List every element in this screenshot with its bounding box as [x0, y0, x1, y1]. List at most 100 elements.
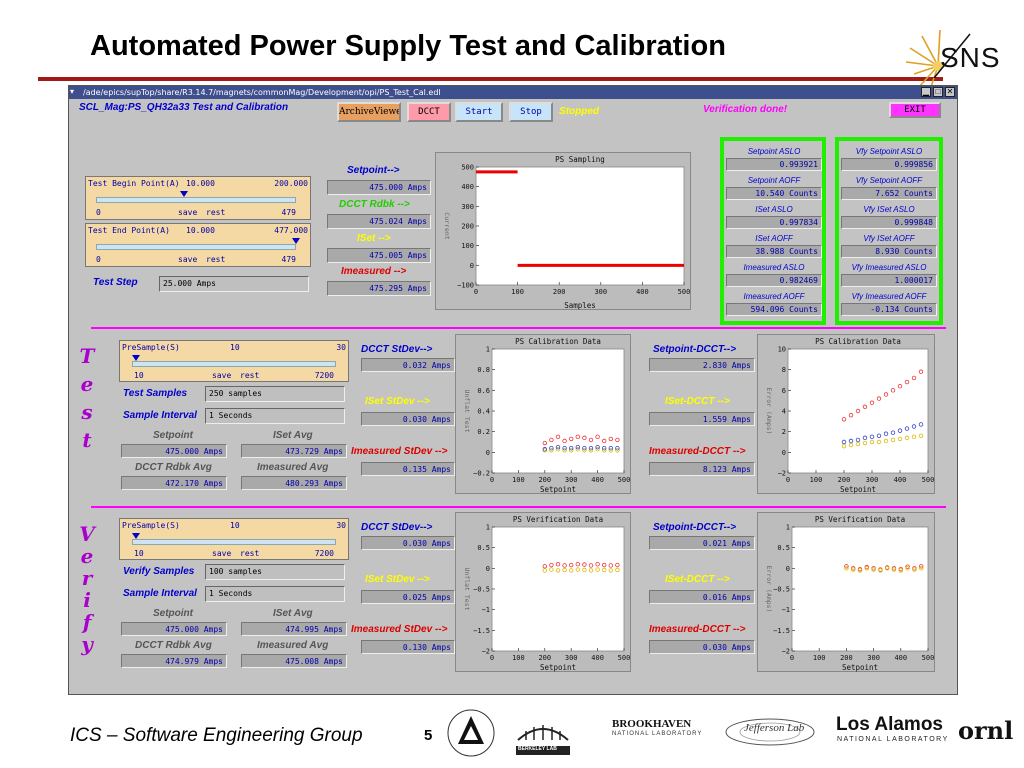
begin-point-slider[interactable]: Test Begin Point(A) 10.000 200.000 0 sav… — [85, 176, 311, 220]
iset-dcct-label: ISet-DCCT --> — [665, 574, 730, 585]
data-point — [568, 562, 574, 568]
window-menu-icon[interactable]: ▾ — [70, 87, 75, 96]
verify-calibration-label: Vfy ISet AOFF — [863, 234, 915, 243]
run-status: Stopped — [559, 106, 599, 117]
x-tick-label: 500 — [678, 288, 691, 296]
data-point — [568, 448, 574, 453]
archive-viewer-button[interactable]: ArchiveViewer — [337, 102, 401, 122]
y-tick-label: 0 — [486, 449, 490, 457]
begin-point-thumb[interactable] — [180, 191, 188, 197]
x-tick-label: 100 — [810, 476, 823, 484]
presample-save-link[interactable]: save — [212, 549, 232, 558]
begin-point-track[interactable] — [96, 197, 296, 203]
plot-title: PS Calibration Data — [815, 337, 901, 346]
close-icon[interactable]: ✕ — [945, 87, 955, 97]
window-titlebar[interactable]: ▾ /ade/epics/supTop/share/R3.14.7/magnet… — [69, 86, 957, 99]
x-tick-label: 500 — [618, 654, 631, 662]
data-point — [911, 375, 917, 381]
presample-thumb[interactable] — [132, 355, 140, 361]
ornl-logo-text: ornl — [958, 716, 1014, 745]
presample-track[interactable] — [132, 361, 336, 367]
x-axis-label: Setpoint — [840, 485, 876, 494]
data-point — [588, 563, 594, 568]
end-point-max: 477.000 — [274, 226, 308, 235]
data-point — [898, 568, 903, 573]
data-point — [595, 562, 600, 567]
data-point — [549, 437, 554, 443]
y-tick-label: −2 — [482, 648, 490, 656]
data-point — [568, 436, 574, 442]
start-button[interactable]: Start — [455, 102, 503, 122]
presample-rest-link[interactable]: rest — [240, 549, 260, 558]
presample-track[interactable] — [132, 539, 336, 545]
presample-save-link[interactable]: save — [212, 371, 232, 380]
data-point — [542, 568, 547, 573]
data-point — [582, 448, 587, 453]
data-point — [918, 566, 924, 571]
y-tick-label: 10 — [778, 346, 786, 354]
presample-min: 10 — [134, 371, 144, 380]
verify-calibration-value: 0.999856 — [841, 158, 937, 171]
dcct-readback-label: DCCT Rdbk --> — [339, 199, 410, 210]
plot-area — [475, 166, 685, 286]
end-point-track[interactable] — [96, 244, 296, 250]
presample-thumb[interactable] — [132, 533, 140, 539]
y-tick-label: 0.5 — [477, 544, 490, 552]
imeas-avg-label: Imeasured Avg — [257, 640, 329, 651]
end-point-thumb[interactable] — [292, 238, 300, 244]
data-point — [883, 392, 889, 397]
sns-logo-burst-icon — [905, 29, 971, 91]
data-point — [601, 448, 607, 453]
calibration-label: Imeasured ASLO — [743, 263, 805, 272]
data-point — [582, 435, 587, 441]
x-tick-label: 100 — [512, 476, 525, 484]
y-tick-label: 6 — [782, 387, 786, 395]
data-point — [615, 445, 620, 451]
x-tick-label: 300 — [867, 654, 880, 662]
data-point — [555, 447, 561, 452]
data-point — [884, 566, 890, 571]
samples-input[interactable]: 250 samples — [205, 386, 345, 402]
data-point — [918, 369, 924, 374]
dcct-button[interactable]: DCCT — [407, 102, 451, 122]
data-point — [549, 562, 554, 568]
app-window: ▾ /ade/epics/supTop/share/R3.14.7/magnet… — [68, 85, 958, 695]
x-tick-label: 0 — [786, 476, 790, 484]
y-tick-label: 4 — [782, 408, 786, 416]
data-point — [595, 447, 600, 452]
argonne-logo-icon — [447, 709, 495, 757]
end-save-link[interactable]: save — [178, 255, 198, 264]
x-tick-label: 200 — [840, 654, 853, 662]
stop-button[interactable]: Stop — [509, 102, 553, 122]
calibration-value: 594.096 Counts — [726, 303, 822, 316]
samples-label: Test Samples — [123, 388, 188, 399]
begin-save-link[interactable]: save — [178, 208, 198, 217]
section-letter: e — [80, 544, 94, 568]
sample-interval-input[interactable]: 1 Seconds — [205, 408, 345, 424]
sample-interval-input[interactable]: 1 Seconds — [205, 586, 345, 602]
data-point — [575, 444, 580, 450]
begin-point-value: 10.000 — [186, 179, 215, 188]
data-point — [555, 562, 561, 567]
data-point — [555, 444, 561, 450]
window-header-title: SCL_Mag:PS_QH32a33 Test and Calibration — [79, 102, 289, 113]
y-tick-label: 300 — [461, 203, 474, 211]
maximize-icon[interactable]: □ — [933, 87, 943, 97]
end-rest-link[interactable]: rest — [206, 255, 226, 264]
data-point — [615, 562, 620, 568]
minimize-icon[interactable]: ▁ — [921, 87, 931, 97]
exit-button[interactable]: EXIT — [889, 102, 941, 118]
imeas-readback-value: 475.295 Amps — [327, 281, 431, 296]
test-step-input[interactable]: 25.000 Amps — [159, 276, 309, 292]
end-point-slider[interactable]: Test End Point(A) 10.000 477.000 0 save … — [85, 223, 311, 267]
footer-group-name: ICS – Software Engineering Group — [70, 725, 363, 746]
presample-rest-link[interactable]: rest — [240, 371, 260, 380]
data-point — [568, 568, 574, 573]
setpoint-avg-value: 475.000 Amps — [121, 444, 227, 458]
begin-rest-link[interactable]: rest — [206, 208, 226, 217]
samples-input[interactable]: 100 samples — [205, 564, 345, 580]
